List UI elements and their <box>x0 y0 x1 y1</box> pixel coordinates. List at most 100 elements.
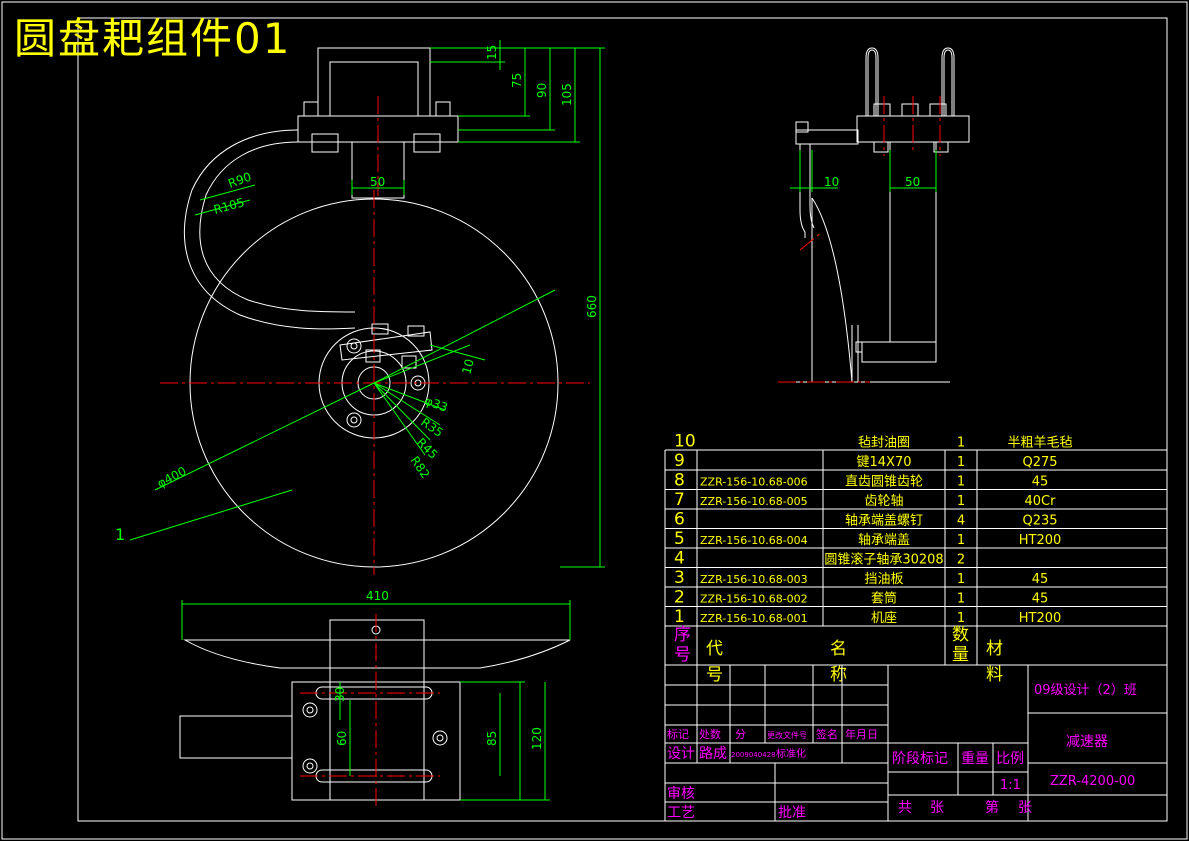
parts-cell-qty: 4 <box>957 514 965 529</box>
title-block-grid <box>664 664 1168 822</box>
parts-cell-no: 9 <box>674 451 685 471</box>
parts-cell-qty: 1 <box>957 592 965 607</box>
leader-1: 1 <box>115 525 125 544</box>
parts-cell-name: 机座 <box>871 611 897 626</box>
tb-designer: 路成 <box>699 746 727 762</box>
parts-cell-no: 5 <box>674 529 685 549</box>
parts-cell-code: ZZR-156-10.68-001 <box>700 612 808 625</box>
tb-shenhe: 审核 <box>667 786 695 802</box>
bottom-dim-60: 60 <box>335 731 349 746</box>
tb-zhongliang: 重量 <box>961 751 989 767</box>
parts-cell-qty: 2 <box>957 553 965 568</box>
drawing-title: 圆盘耙组件01 <box>14 14 292 63</box>
bottom-dim-120: 120 <box>530 727 544 750</box>
parts-cell-material: 半粗羊毛毡 <box>1007 435 1072 451</box>
tb-gongyi: 工艺 <box>667 805 695 821</box>
tb-wenjian: 更改文件号 <box>767 730 807 740</box>
parts-cell-material: 45 <box>1032 592 1049 607</box>
tb-biaozhun: 标准化 <box>776 747 806 760</box>
bottom-view <box>179 619 571 801</box>
tb-jieduan: 阶段标记 <box>892 751 948 767</box>
side-dim-50: 50 <box>905 175 920 189</box>
dim-105: 105 <box>560 83 574 106</box>
dim-r90: R90 <box>226 170 253 191</box>
parts-cell-name: 毡封油圈 <box>858 436 910 451</box>
tb-drawing-no: ZZR-4200-00 <box>1050 774 1135 789</box>
parts-cell-material: 45 <box>1032 572 1049 587</box>
parts-cell-qty: 1 <box>957 436 965 451</box>
tb-qianming: 签名 <box>816 727 838 741</box>
parts-cell-code: ZZR-156-10.68-003 <box>700 573 808 586</box>
side-dim-text: 10 50 <box>824 175 920 189</box>
dim-75: 75 <box>510 73 524 88</box>
bottom-centerlines <box>300 614 440 806</box>
tb-zhang: 张 <box>930 800 944 816</box>
parts-cell-name: 键14X70 <box>857 455 912 470</box>
bottom-dim-410: 410 <box>366 589 389 603</box>
parts-cell-code: ZZR-156-10.68-004 <box>700 534 808 547</box>
parts-cell-material: HT200 <box>1019 611 1062 626</box>
tb-pizhun: 批准 <box>778 805 806 821</box>
hdr-xu: 序 <box>674 625 691 645</box>
dim-r105: R105 <box>212 195 246 217</box>
parts-cell-material: HT200 <box>1019 533 1062 548</box>
tb-bili: 比例 <box>996 751 1024 767</box>
parts-cell-qty: 1 <box>957 494 965 509</box>
hdr-liao: 料 <box>986 665 1003 685</box>
parts-cell-name: 轴承端盖螺钉 <box>845 514 923 529</box>
dim-phi33: φ33 <box>423 394 450 415</box>
dim-10: 10 <box>459 357 476 375</box>
tb-nianyue: 年月日 <box>845 727 878 741</box>
parts-cell-no: 4 <box>674 549 685 569</box>
tb-biaoji: 标记 <box>667 727 689 741</box>
parts-cell-qty: 1 <box>957 533 965 548</box>
bottom-dim-85: 85 <box>485 731 499 746</box>
parts-cell-name: 套筒 <box>871 591 897 607</box>
inner-border <box>77 17 1168 822</box>
hdr-dai: 代 <box>706 639 723 659</box>
parts-cell-name: 挡油板 <box>864 572 903 587</box>
hdr-ming: 名 <box>830 639 847 659</box>
bottom-dim-30: 30 <box>333 687 347 702</box>
parts-cell-code: ZZR-156-10.68-005 <box>700 495 808 508</box>
side-dimensions <box>790 150 937 192</box>
parts-header: 序 号 代 号 名 称 数 量 材 料 <box>674 625 1003 685</box>
parts-cell-material: 45 <box>1032 475 1049 490</box>
tb-product: 减速器 <box>1066 734 1108 750</box>
parts-cell-code: ZZR-156-10.68-006 <box>700 476 808 489</box>
bottom-dim-text: 410 30 60 85 120 <box>333 589 544 750</box>
parts-cell-material: 40Cr <box>1025 494 1057 509</box>
parts-cell-name: 轴承端盖 <box>858 533 910 548</box>
dim-660: 660 <box>585 295 599 318</box>
side-centerlines <box>778 96 941 383</box>
dim-15: 15 <box>485 45 499 60</box>
parts-cell-name: 齿轮轴 <box>864 494 903 509</box>
parts-cell-material: Q275 <box>1022 455 1057 470</box>
side-view <box>790 47 970 383</box>
tb-zhang2: 张 <box>1018 800 1032 816</box>
hdr-cheng: 称 <box>830 665 847 685</box>
tb-class: 09级设计（2）班 <box>1034 683 1137 698</box>
parts-cell-code: ZZR-156-10.68-002 <box>700 593 808 606</box>
parts-cell-material: Q235 <box>1022 514 1057 529</box>
tb-gong: 共 <box>898 800 912 816</box>
side-dim-10: 10 <box>824 175 839 189</box>
parts-cell-no: 8 <box>674 471 685 491</box>
parts-cell-no: 7 <box>674 490 685 510</box>
front-dimensions <box>129 40 605 568</box>
hdr-hao: 号 <box>674 645 691 665</box>
hdr-cai: 材 <box>986 639 1003 659</box>
parts-cell-no: 1 <box>674 607 685 627</box>
hdr-shu: 数 <box>952 625 969 645</box>
front-view <box>184 47 559 568</box>
title-block-text: 标记 处数 分 更改文件号 签名 年月日 设计 路成 2009040428 标准… <box>667 683 1137 821</box>
tb-sheji: 设计 <box>667 746 695 762</box>
parts-cell-no: 6 <box>674 510 685 530</box>
parts-cell-no: 3 <box>674 568 685 588</box>
dim-50: 50 <box>370 175 385 189</box>
dim-phi400: φ400 <box>155 464 189 491</box>
tb-scale: 1:1 <box>1000 778 1021 793</box>
